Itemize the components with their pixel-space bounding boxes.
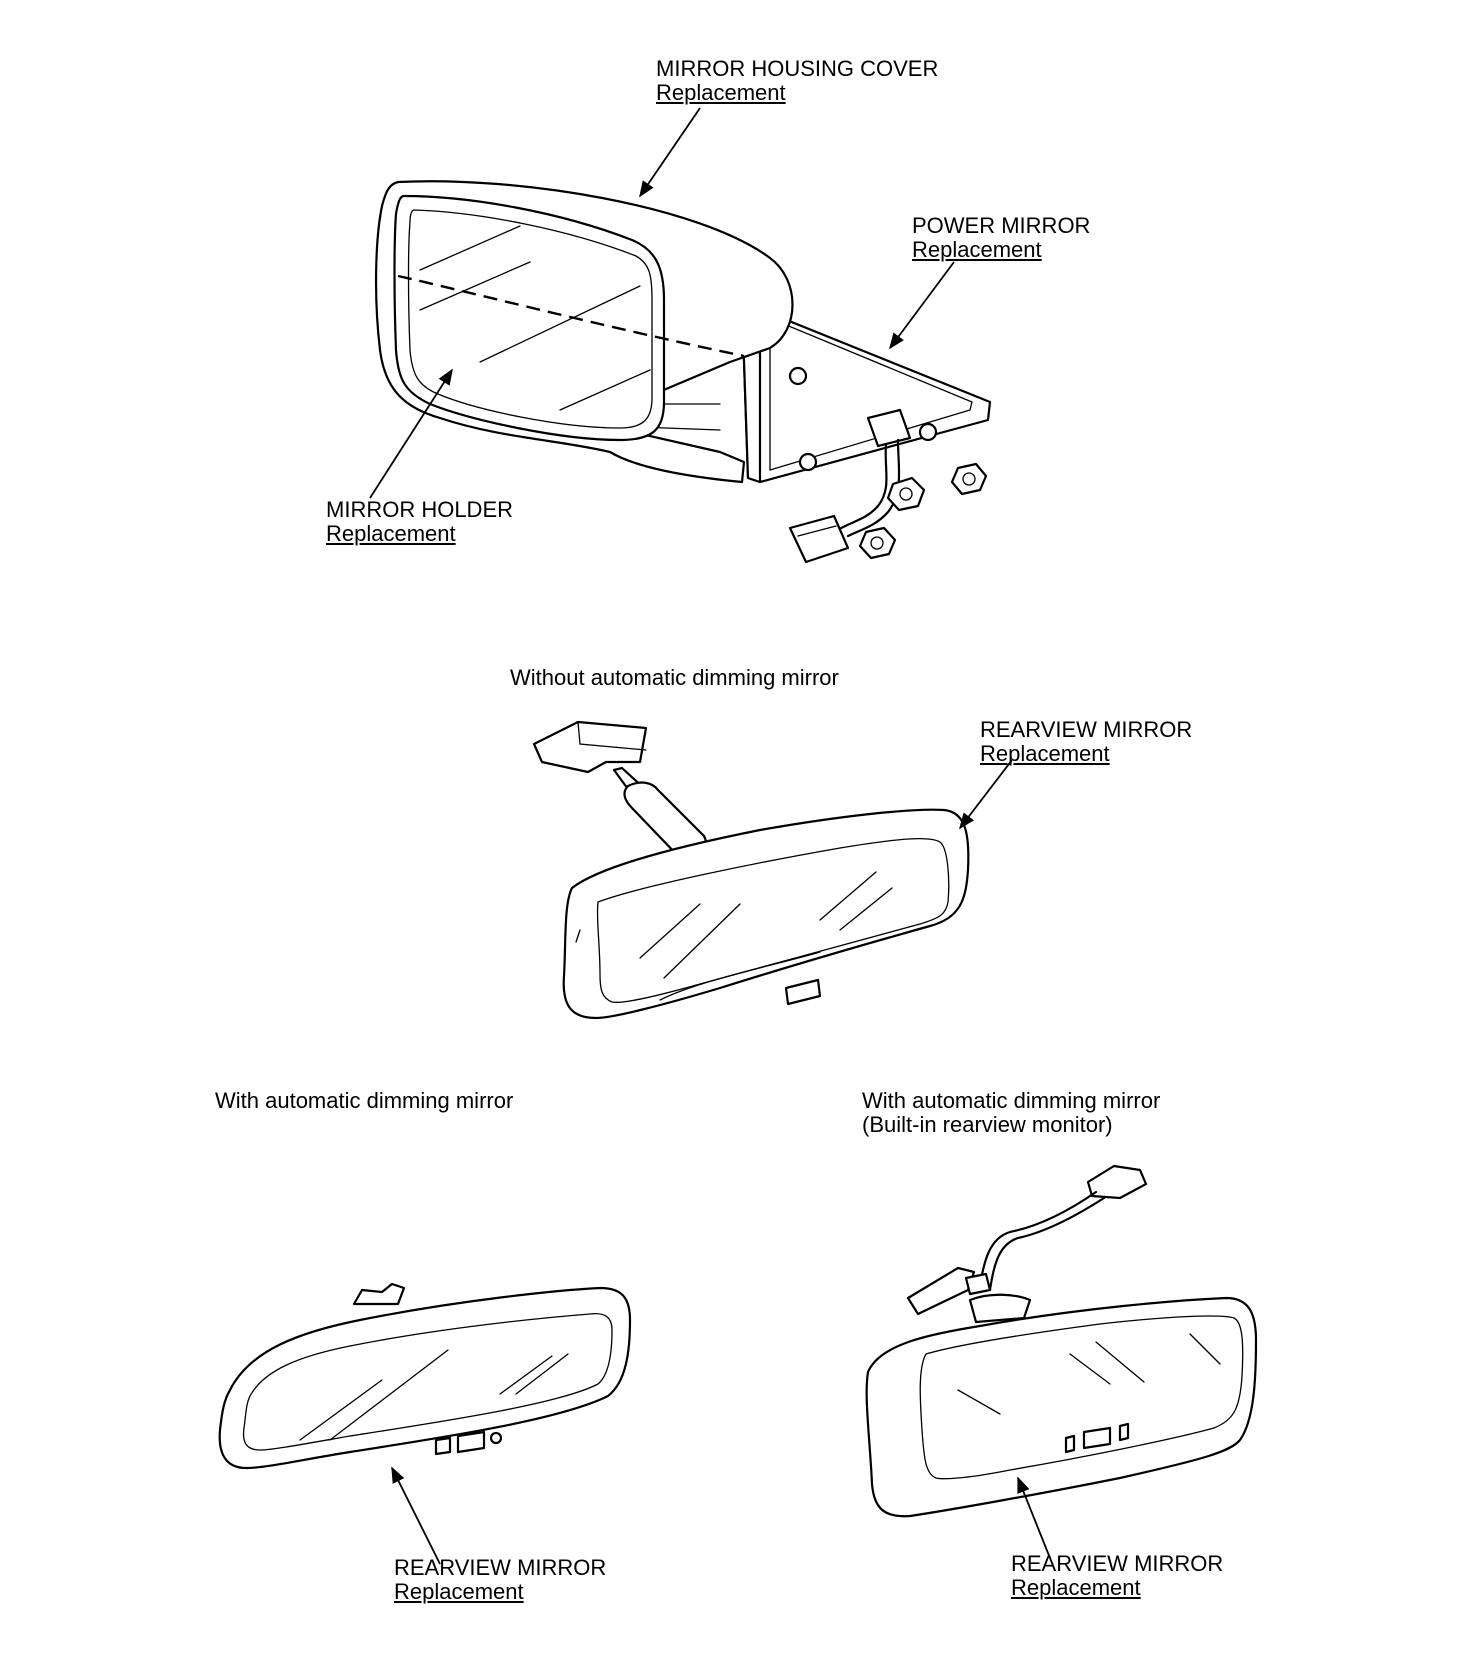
caption-with-auto-dim-monitor-line2: (Built-in rearview monitor) (862, 1112, 1113, 1137)
power-mirror-replacement-link[interactable]: Replacement (912, 237, 1042, 262)
label-rearview-mirror-auto-dim: REARVIEW MIRROR Replacement (394, 1556, 606, 1604)
callout-line-rearview-auto-dim (391, 1466, 441, 1565)
caption-with-auto-dim-monitor-line1: With automatic dimming mirror (862, 1088, 1161, 1113)
callout-line-rearview-standard (959, 759, 1013, 830)
caption-without-auto-dim: Without automatic dimming mirror (510, 665, 839, 690)
nut (858, 526, 897, 560)
label-power-mirror: POWER MIRROR Replacement (912, 214, 1090, 262)
callout-line-power-mirror (889, 261, 955, 350)
rearview-mirror-auto-dim-replacement-link[interactable]: Replacement (394, 1579, 524, 1604)
callout-line-rearview-monitor (1017, 1476, 1051, 1559)
label-power-mirror-name: POWER MIRROR (912, 213, 1091, 238)
rearview-mirror-monitor-replacement-link[interactable]: Replacement (1011, 1575, 1141, 1600)
label-rearview-mirror-auto-dim-name: REARVIEW MIRROR (394, 1555, 607, 1580)
label-rearview-mirror-standard-name: REARVIEW MIRROR (980, 717, 1193, 742)
mirror-holder-replacement-link[interactable]: Replacement (326, 521, 456, 546)
rearview-mirror-monitor (865, 1164, 1258, 1518)
caption-with-auto-dim-monitor: With automatic dimming mirror (Built-in … (862, 1089, 1160, 1137)
nut (886, 476, 926, 512)
rearview-mirror-standard (532, 720, 970, 1020)
label-mirror-housing-cover: MIRROR HOUSING COVER Replacement (656, 57, 938, 105)
label-rearview-mirror-monitor-name: REARVIEW MIRROR (1011, 1551, 1224, 1576)
label-mirror-housing-cover-name: MIRROR HOUSING COVER (656, 56, 939, 81)
label-mirror-holder-name: MIRROR HOLDER (326, 497, 514, 522)
label-rearview-mirror-standard: REARVIEW MIRROR Replacement (980, 718, 1192, 766)
mirror-housing-cover-replacement-link[interactable]: Replacement (656, 80, 786, 105)
callout-line-housing-cover (639, 107, 701, 198)
caption-with-auto-dim: With automatic dimming mirror (215, 1088, 514, 1113)
nut (950, 462, 988, 496)
mirror-holder (393, 194, 745, 442)
label-mirror-holder: MIRROR HOLDER Replacement (326, 498, 513, 546)
rearview-mirror-auto-dim (218, 1282, 632, 1470)
power-mirror-illustration (374, 180, 992, 564)
label-rearview-mirror-monitor: REARVIEW MIRROR Replacement (1011, 1552, 1223, 1600)
callout-line-mirror-holder (369, 368, 453, 499)
rearview-mirror-standard-replacement-link[interactable]: Replacement (980, 741, 1110, 766)
